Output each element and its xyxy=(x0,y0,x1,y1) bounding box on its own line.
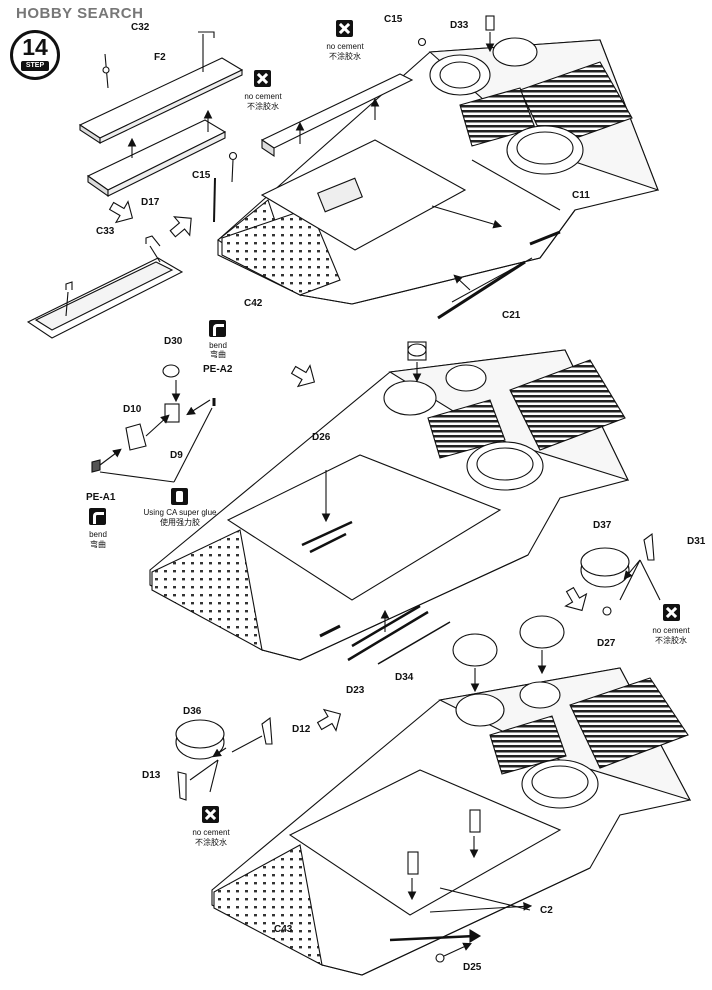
part-label-d25: D25 xyxy=(463,962,482,973)
parts-d36-d12-d13 xyxy=(175,716,273,801)
bend-label-1: bend xyxy=(209,341,227,350)
part-label-d17: D17 xyxy=(141,197,160,208)
part-label-d30: D30 xyxy=(164,336,183,347)
part-label-f2: F2 xyxy=(154,52,166,63)
part-label-c33: C33 xyxy=(96,226,115,237)
hull-middle xyxy=(149,341,630,661)
no-cement-label-3: no cement xyxy=(652,626,690,635)
no-cement-label-3-zh: 不涂胶水 xyxy=(655,636,687,645)
bend-icon xyxy=(209,320,226,337)
parts-d37-d31-d27 xyxy=(580,532,661,616)
no-cement-label-1-zh: 不涂胶水 xyxy=(329,52,361,61)
step-word: STEP xyxy=(21,61,49,71)
rail-c21 xyxy=(437,257,533,320)
part-label-c11: C11 xyxy=(572,190,590,201)
step-number: 14 xyxy=(22,34,48,60)
no-cement-label-4: no cement xyxy=(192,828,230,837)
part-label-c21: C21 xyxy=(502,310,521,321)
no-cement-label-2-zh: 不涂胶水 xyxy=(247,102,279,111)
part-label-d34: D34 xyxy=(395,672,414,683)
rods-d26-d23-d34 xyxy=(301,470,451,665)
hull-top xyxy=(217,37,659,305)
part-label-d26: D26 xyxy=(312,432,331,443)
part-label-d13: D13 xyxy=(142,770,161,781)
bend-label-2: bend xyxy=(89,530,107,539)
no-cement-label-4-zh: 不涂胶水 xyxy=(195,838,227,847)
glue-label-zh: 使用强力胶 xyxy=(160,518,200,527)
part-label-d23: D23 xyxy=(346,685,365,696)
part-label-pe-a2: PE-A2 xyxy=(203,364,233,375)
part-label-d36: D36 xyxy=(183,706,202,717)
sideskirt-panel xyxy=(260,73,414,158)
parts-d30-d10-d9 xyxy=(91,364,216,483)
hull-bottom xyxy=(211,615,692,976)
part-label-d12: D12 xyxy=(292,724,311,735)
bend-label-2-zh: 弯曲 xyxy=(90,540,106,549)
part-label-c15-left: C15 xyxy=(192,170,211,181)
part-label-d27: D27 xyxy=(597,638,616,649)
part-label-d9: D9 xyxy=(170,450,183,461)
plate-f2 xyxy=(78,31,244,145)
part-label-c32: C32 xyxy=(131,22,150,33)
no-cement-label-1: no cement xyxy=(326,42,364,51)
frame-c33 xyxy=(26,235,184,339)
plate-d17 xyxy=(86,109,227,198)
glue-label: Using CA super glue xyxy=(143,508,217,517)
no-cement-label-2: no cement xyxy=(244,92,282,101)
part-label-pe-a1: PE-A1 xyxy=(86,492,116,503)
no-cement-icon xyxy=(254,70,271,87)
part-label-d33: D33 xyxy=(450,20,469,31)
bend-icon xyxy=(89,508,106,525)
part-label-c15-top: C15 xyxy=(384,14,403,25)
part-label-c2: C2 xyxy=(540,905,553,916)
bend-label-1-zh: 弯曲 xyxy=(210,350,226,359)
part-label-c42: C42 xyxy=(244,298,263,309)
watermark-text: HOBBY SEARCH xyxy=(16,5,144,22)
step-badge: 14 STEP xyxy=(10,30,60,80)
rods-c2-d25 xyxy=(389,887,533,963)
glue-bottle-icon xyxy=(171,488,188,505)
part-label-d31: D31 xyxy=(687,536,706,547)
part-label-d10: D10 xyxy=(123,404,142,415)
no-cement-icon xyxy=(663,604,680,621)
part-label-d37: D37 xyxy=(593,520,612,531)
pin-d33 xyxy=(485,15,495,53)
parts-c15 xyxy=(213,37,427,223)
rail-c11 xyxy=(431,159,561,246)
no-cement-icon xyxy=(336,20,353,37)
part-label-c43: C43 xyxy=(274,924,293,935)
no-cement-icon xyxy=(202,806,219,823)
